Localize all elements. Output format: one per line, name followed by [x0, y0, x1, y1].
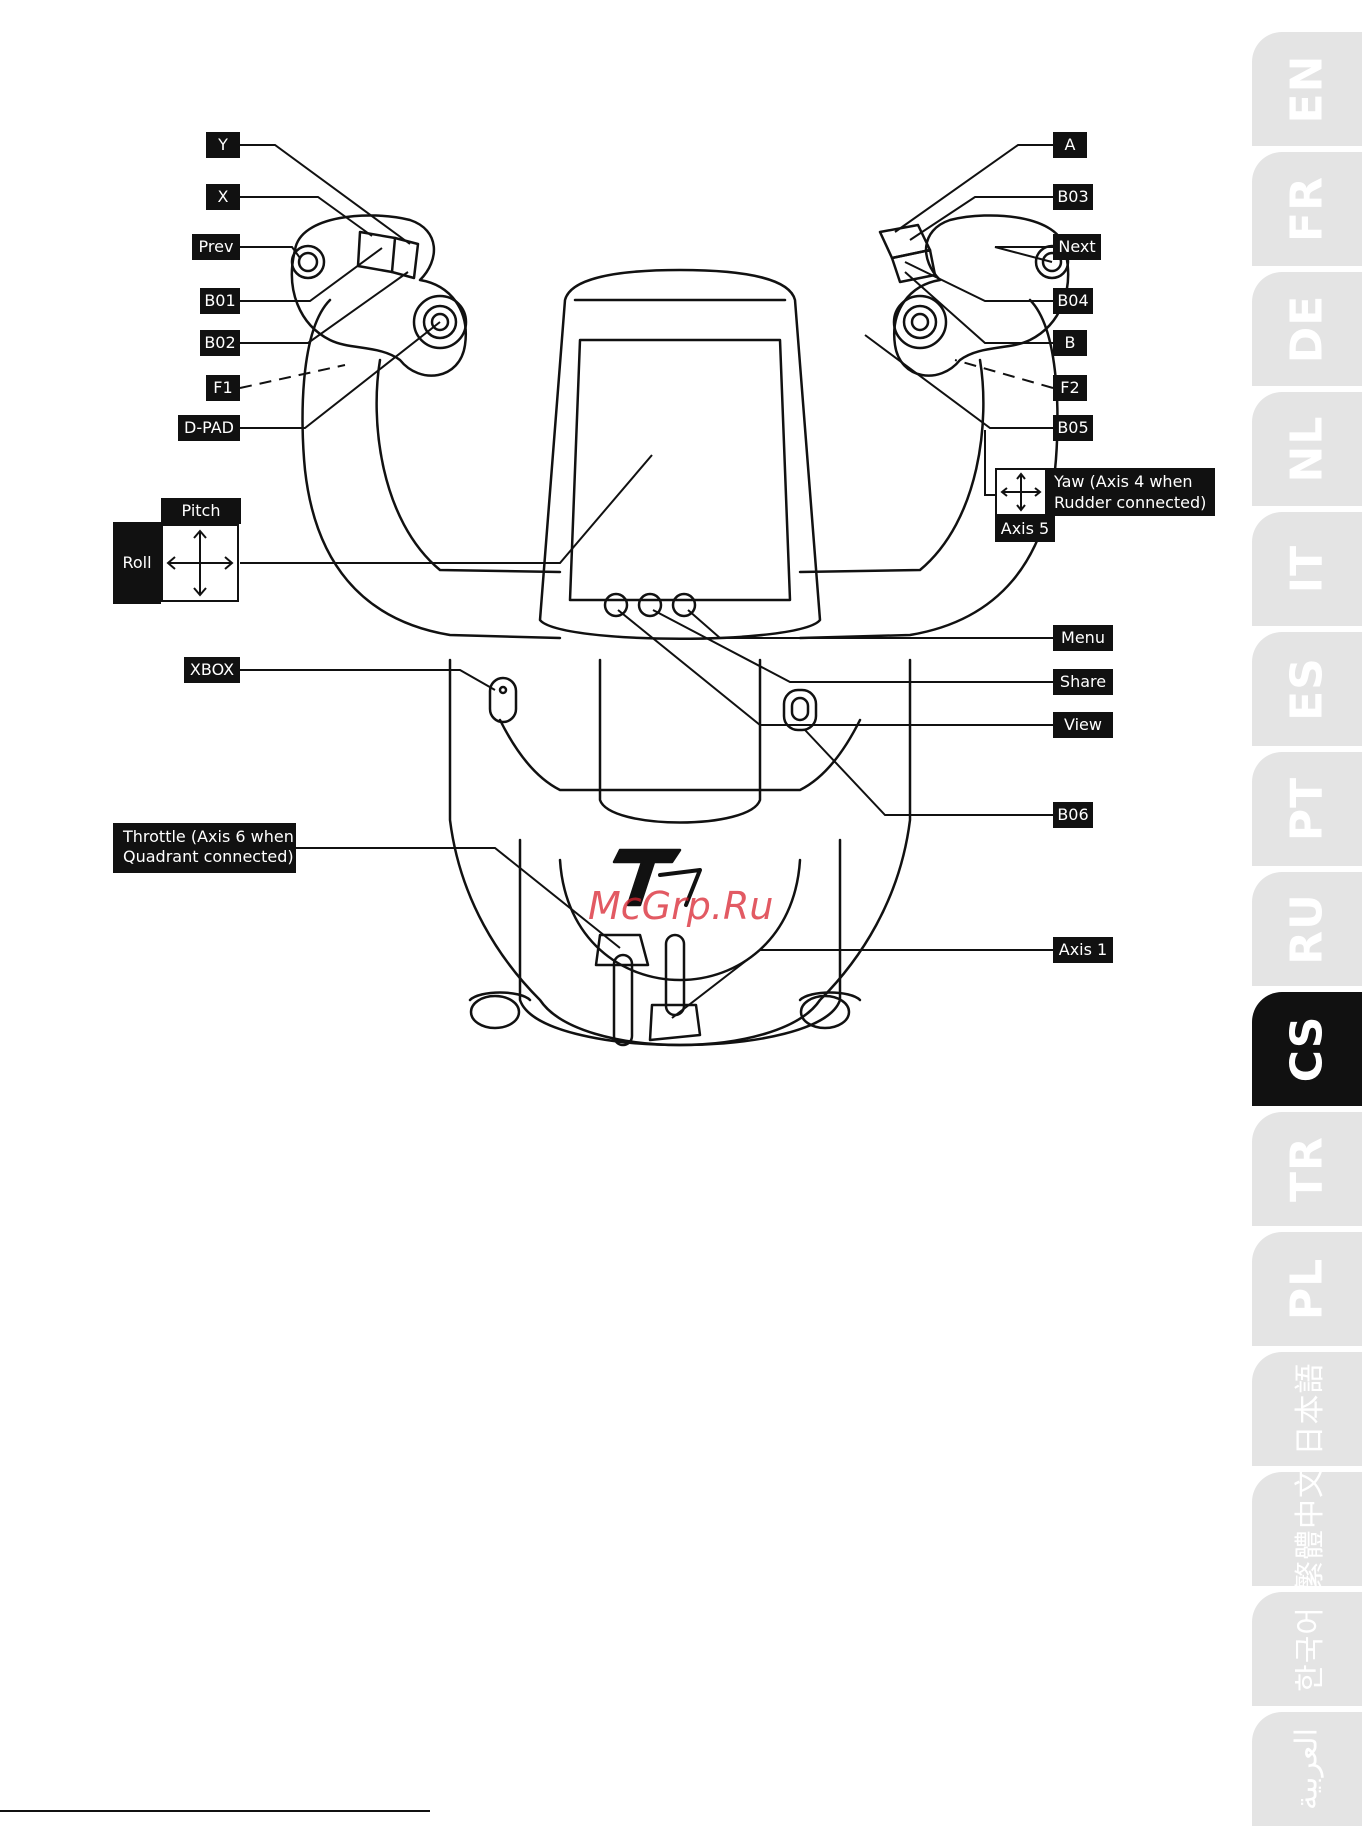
tab-label: EN: [1282, 55, 1333, 124]
throttle-label: Throttle (Axis 6 when Quadrant connected…: [113, 823, 296, 873]
f1-label: F1: [206, 375, 240, 401]
b06-label: B06: [1053, 802, 1093, 828]
dpad-label: D-PAD: [178, 415, 240, 441]
tab-label: العربية: [1290, 1728, 1325, 1810]
throttle-slot-right: [666, 935, 684, 1015]
view-label: View: [1053, 712, 1113, 738]
b04-label: B04: [1053, 288, 1093, 314]
tab-zh[interactable]: 繁體中文: [1252, 1472, 1362, 1586]
b01-label: B01: [200, 288, 240, 314]
f2-label: F2: [1053, 375, 1087, 401]
watermark-text: McGrp.Ru: [588, 884, 773, 928]
leader-axis1: [672, 950, 1053, 1018]
leader-f2: [955, 360, 1053, 388]
yaw-label: Yaw (Axis 4 when Rudder connected): [1046, 468, 1214, 516]
a-label: A: [1053, 132, 1087, 158]
y-label: Y: [206, 132, 240, 158]
tab-ru[interactable]: RU: [1252, 872, 1362, 986]
tab-ko[interactable]: 한국어: [1252, 1592, 1362, 1706]
tab-ja[interactable]: 日本語: [1252, 1352, 1362, 1466]
roll-pitch-compass: [161, 524, 239, 602]
tab-label: IT: [1282, 545, 1333, 593]
tab-label: 日本語: [1285, 1363, 1329, 1456]
axis1-label: Axis 1: [1053, 937, 1113, 963]
tab-label: PT: [1282, 777, 1333, 841]
leader-share: [653, 610, 1053, 682]
prev-label: Prev: [192, 234, 240, 260]
menu-label: Menu: [1053, 625, 1113, 651]
leader-dpad: [240, 322, 440, 428]
next-label: Next: [1053, 234, 1101, 260]
tab-label: ES: [1282, 657, 1333, 721]
b-label: B: [1053, 330, 1087, 356]
leader-xbox: [240, 670, 495, 690]
b05-label: B05: [1053, 415, 1093, 441]
leader-prev: [240, 247, 300, 258]
center-panel: [540, 270, 820, 639]
tab-en[interactable]: EN: [1252, 32, 1362, 146]
prev-button-shape: [292, 246, 324, 278]
leader-b05: [865, 335, 1053, 428]
leader-y: [240, 145, 410, 244]
xbox-button-shape: [490, 678, 516, 722]
b02-label: B02: [200, 330, 240, 356]
leader-b04: [905, 262, 1053, 301]
tab-nl[interactable]: NL: [1252, 392, 1362, 506]
leader-f1: [240, 365, 345, 388]
tab-pl[interactable]: PL: [1252, 1232, 1362, 1346]
b03-label: B03: [1053, 184, 1093, 210]
tab-es[interactable]: ES: [1252, 632, 1362, 746]
share-label: Share: [1053, 669, 1113, 695]
yaw-compass: [997, 470, 1045, 514]
leader-b01: [240, 248, 382, 301]
tab-tr[interactable]: TR: [1252, 1112, 1362, 1226]
view-button-shape: [605, 594, 627, 616]
language-tabs: EN FR DE NL IT ES PT RU CS TR PL 日本語 繁體中…: [1252, 32, 1362, 1832]
leader-b06: [805, 730, 1053, 815]
leader-menu: [688, 610, 1053, 638]
tab-label: 繁體中文: [1285, 1467, 1329, 1591]
tab-label: FR: [1282, 176, 1333, 242]
tab-label: PL: [1282, 1258, 1333, 1320]
tab-de[interactable]: DE: [1252, 272, 1362, 386]
four-way-arrow-icon: [163, 526, 237, 600]
tab-label: DE: [1282, 295, 1333, 364]
throttle-lever-right: [650, 1005, 700, 1040]
tab-label: RU: [1282, 893, 1333, 965]
tab-label: NL: [1282, 416, 1333, 483]
footer-rule: [0, 1810, 430, 1812]
throttle-lever-left: [596, 935, 648, 965]
leader-view: [618, 610, 1053, 725]
x-label: X: [206, 184, 240, 210]
tab-fr[interactable]: FR: [1252, 152, 1362, 266]
four-way-arrow-icon: [997, 470, 1045, 514]
yoke-outer: [303, 300, 560, 638]
leader-roll: [240, 455, 652, 563]
tab-pt[interactable]: PT: [1252, 752, 1362, 866]
tab-ar[interactable]: العربية: [1252, 1712, 1362, 1826]
tab-label: CS: [1282, 1016, 1333, 1083]
tab-cs[interactable]: CS: [1252, 992, 1362, 1106]
axis5-label: Axis 5: [995, 516, 1055, 542]
xbox-label: XBOX: [184, 657, 240, 683]
yoke-inner: [377, 360, 560, 572]
roll-label: Roll: [113, 550, 161, 576]
tab-label: TR: [1282, 1136, 1333, 1202]
tab-it[interactable]: IT: [1252, 512, 1362, 626]
tab-label: 한국어: [1285, 1606, 1329, 1692]
pitch-label: Pitch: [161, 498, 241, 524]
